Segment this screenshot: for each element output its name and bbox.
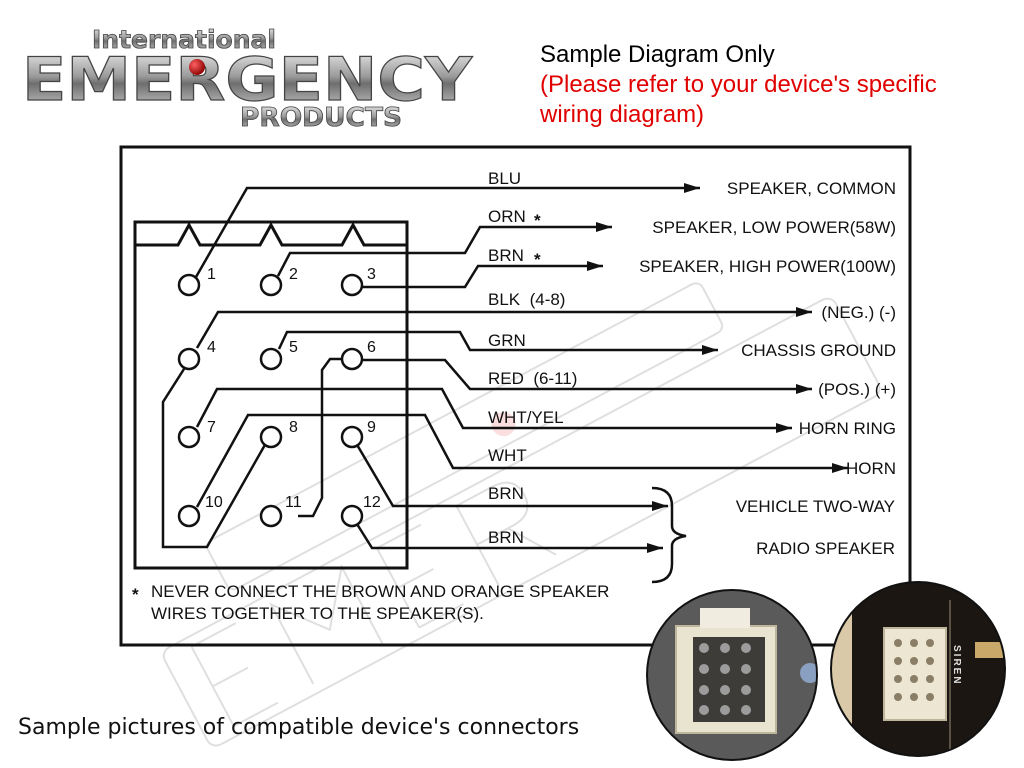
- notice-warning-line2: wiring diagram): [540, 101, 705, 128]
- svg-text:SPEAKER, HIGH POWER(100W): SPEAKER, HIGH POWER(100W): [639, 257, 896, 276]
- destination-labels: SPEAKER, COMMON SPEAKER, LOW POWER(58W) …: [639, 179, 896, 558]
- pin-4: [177, 347, 201, 371]
- pin-1: [177, 273, 201, 297]
- connector-housing: [133, 220, 409, 570]
- footer-caption: Sample pictures of compatible device's c…: [18, 715, 580, 740]
- radio-brace: [651, 486, 687, 584]
- pin-7: [177, 425, 201, 449]
- wires: [161, 183, 848, 584]
- wire-blk: [195, 307, 812, 349]
- wire-red: [363, 358, 812, 394]
- diagram-notice: Sample Diagram Only (Please refer to you…: [540, 40, 937, 130]
- svg-text:NEVER CONNECT THE BROWN AND OR: NEVER CONNECT THE BROWN AND ORANGE SPEAK…: [151, 582, 609, 601]
- svg-text:WIRES TOGETHER TO THE SPEAKER(: WIRES TOGETHER TO THE SPEAKER(S).: [151, 604, 484, 623]
- svg-text:RADIO SPEAKER: RADIO SPEAKER: [756, 539, 895, 558]
- svg-text:12: 12: [363, 494, 381, 511]
- svg-text:*: *: [132, 585, 139, 604]
- wire-labels: BLU ORN * BRN * BLK (4-8) GRN RED (6-11) W…: [488, 169, 577, 547]
- screw-icon: [800, 663, 816, 683]
- svg-text:10: 10: [205, 494, 223, 511]
- svg-text:1: 1: [207, 266, 216, 283]
- wire-brn-radio-1: [354, 442, 668, 511]
- svg-text:BRN: BRN: [488, 528, 524, 547]
- wire-brn-high: [362, 261, 603, 289]
- company-logo: International EMERGENCY PRODUCTS: [21, 25, 474, 134]
- svg-text:EMERGENCY: EMERGENCY: [22, 45, 474, 115]
- svg-text:3: 3: [367, 266, 376, 283]
- pin-3: [340, 273, 364, 297]
- notice-warning-line1: (Please refer to your device's specific: [540, 71, 937, 98]
- red-light-icon: [189, 59, 205, 75]
- svg-text:ORN: ORN: [488, 207, 526, 226]
- svg-text:7: 7: [207, 419, 216, 436]
- diagram-frame: [119, 145, 912, 647]
- svg-text:WHT/YEL: WHT/YEL: [488, 408, 564, 427]
- svg-text:BLU: BLU: [488, 169, 521, 188]
- pin-10: [177, 504, 201, 528]
- pin-6: [340, 347, 364, 371]
- wire-blk-jumper: [161, 368, 268, 549]
- svg-text:11: 11: [285, 494, 302, 511]
- pin-2: [259, 273, 283, 297]
- svg-text:8: 8: [289, 419, 298, 436]
- svg-text:(POS.) (+): (POS.) (+): [818, 380, 896, 399]
- svg-text:4: 4: [207, 339, 216, 356]
- svg-text:WHT: WHT: [488, 446, 527, 465]
- svg-text:*: *: [534, 211, 541, 230]
- connector-photo-12-pin: [646, 589, 818, 761]
- svg-text:International: International: [92, 25, 276, 54]
- svg-text:CHASSIS GROUND: CHASSIS GROUND: [741, 341, 896, 360]
- pin-12: [340, 504, 364, 528]
- svg-text:5: 5: [289, 339, 298, 356]
- svg-text:(NEG.) (-): (NEG.) (-): [821, 303, 896, 322]
- svg-text:PRODUCTS: PRODUCTS: [240, 103, 402, 133]
- connector-photo-siren: SIREN: [830, 581, 1006, 757]
- wire-wht-yel: [195, 387, 792, 433]
- wire-blu: [194, 183, 700, 278]
- svg-text:HORN RING: HORN RING: [799, 419, 896, 438]
- wire-orn: [276, 222, 612, 277]
- pin-9: [340, 425, 364, 449]
- pin-5: [259, 347, 283, 371]
- svg-text:6: 6: [367, 339, 376, 356]
- pin-8: [259, 425, 283, 449]
- svg-text:SIREN: SIREN: [951, 645, 962, 686]
- svg-text:SPEAKER, LOW POWER(58W): SPEAKER, LOW POWER(58W): [652, 218, 896, 237]
- svg-text:9: 9: [367, 419, 376, 436]
- svg-text:*: *: [534, 250, 541, 269]
- svg-text:2: 2: [289, 266, 298, 283]
- wire-wht: [195, 413, 848, 508]
- svg-text:SPEAKER, COMMON: SPEAKER, COMMON: [727, 179, 896, 198]
- wire-brn-radio-2: [355, 523, 663, 553]
- wire-grn: [277, 330, 718, 355]
- svg-text:GRN: GRN: [488, 331, 526, 350]
- svg-text:BRN: BRN: [488, 246, 524, 265]
- svg-text:RED (6-11): RED (6-11): [488, 369, 577, 388]
- svg-text:BLK (4-8): BLK (4-8): [488, 290, 565, 309]
- wire-red-jumper: [298, 357, 342, 518]
- warning-note: * NEVER CONNECT THE BROWN AND ORANGE SPE…: [132, 582, 609, 623]
- pin-11: [259, 504, 283, 528]
- notice-title: Sample Diagram Only: [540, 41, 775, 68]
- svg-text:VEHICLE TWO-WAY: VEHICLE TWO-WAY: [736, 497, 895, 516]
- svg-text:BRN: BRN: [488, 484, 524, 503]
- svg-text:HORN: HORN: [846, 459, 896, 478]
